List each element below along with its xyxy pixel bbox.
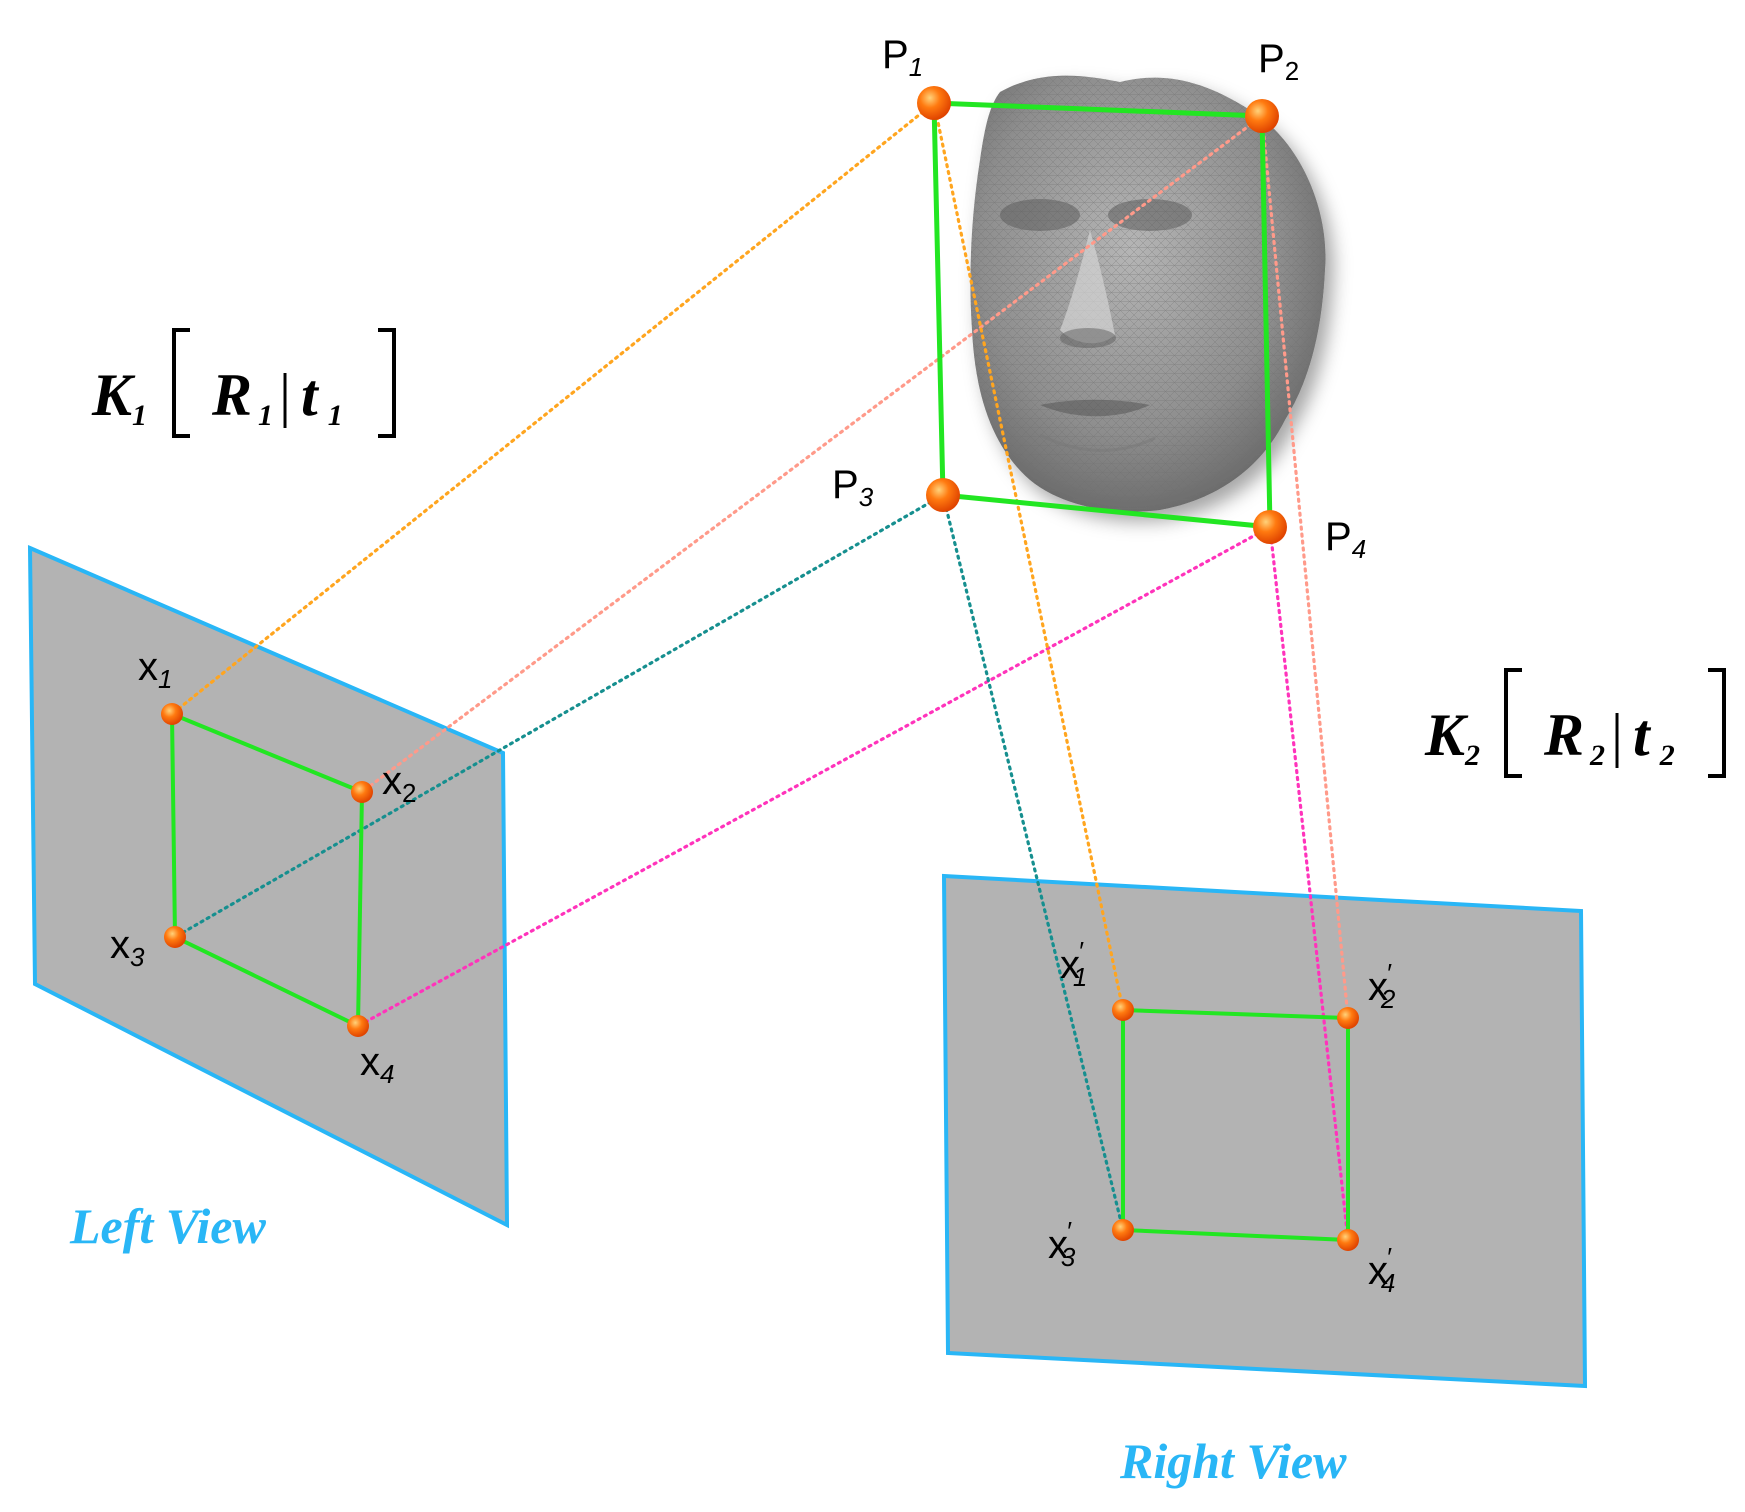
svg-text:K1: K1 [91, 362, 147, 432]
right-point-x1p [1112, 999, 1134, 1021]
world-point-p2 [1245, 99, 1279, 133]
right-image-plane [941, 873, 1588, 1389]
label-x2p: x′2 [1368, 958, 1396, 1014]
label-p4: P4 [1325, 515, 1366, 564]
ray-p2-left [360, 114, 1264, 794]
svg-text:K2: K2 [1424, 702, 1480, 772]
right-bracket-close [1708, 668, 1726, 778]
world-points [917, 86, 1287, 544]
ray-p1-right [932, 101, 1125, 1012]
left-image-plane [27, 544, 510, 1229]
right-point-x2p [1337, 1007, 1359, 1029]
svg-text:R2|t2: R2|t2 [1543, 702, 1675, 772]
left-image-points [161, 703, 373, 1037]
label-x2: x2 [382, 759, 416, 808]
world-point-p3 [926, 478, 960, 512]
ray-p1-left [170, 101, 936, 716]
ray-p3-left [173, 493, 945, 939]
left-point-x2 [351, 781, 373, 803]
svg-text:R1|t1: R1|t1 [211, 362, 343, 432]
label-x4: x4 [360, 1040, 394, 1089]
label-x1p: x′1 [1060, 936, 1087, 992]
label-x3: x3 [110, 923, 145, 972]
left-point-x4 [347, 1015, 369, 1037]
right-bracket-open [1504, 668, 1522, 778]
label-p1: P1 [882, 33, 923, 82]
ray-p4-right [1268, 525, 1350, 1242]
left-point-x1 [161, 703, 183, 725]
right-image-points [1112, 999, 1359, 1251]
ray-p4-left [356, 525, 1272, 1028]
projection-rays [170, 101, 1350, 1242]
world-point-p1 [917, 86, 951, 120]
ray-p3-right [941, 493, 1125, 1232]
label-x4p: x′4 [1368, 1242, 1395, 1298]
label-p2: P2 [1258, 37, 1299, 86]
right-point-x3p [1112, 1219, 1134, 1241]
right-point-x4p [1337, 1229, 1359, 1251]
right-view-title: Right View [1119, 1433, 1347, 1489]
left-bracket-close [378, 328, 396, 438]
world-point-p4 [1253, 510, 1287, 544]
left-view-title: Left View [69, 1198, 266, 1254]
ray-p2-right [1260, 114, 1350, 1020]
left-point-x3 [164, 926, 186, 948]
face-mesh-icon [970, 75, 1326, 512]
label-p3: P3 [832, 463, 874, 512]
label-x3p: x′3 [1048, 1216, 1076, 1272]
label-x1: x1 [138, 645, 172, 694]
left-bracket-open [172, 328, 190, 438]
